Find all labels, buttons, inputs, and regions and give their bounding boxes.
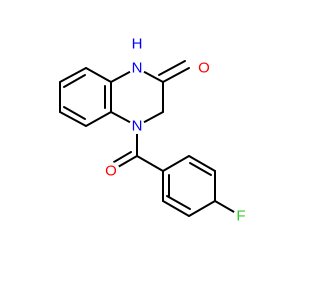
bond: [59, 67, 87, 83]
atom-nh-nitrogen: N: [132, 60, 143, 77]
bond: [85, 67, 112, 83]
atom-amide-oxygen: O: [198, 60, 210, 77]
bond: [63, 106, 86, 120]
bond: [136, 155, 164, 172]
bond: [63, 74, 86, 88]
atom-fluorine: F: [236, 208, 245, 225]
bond: [158, 60, 186, 76]
bond: [113, 151, 132, 163]
bond: [162, 155, 190, 172]
atom-ring-nitrogen: N: [132, 118, 143, 135]
molecule-structure: N H O N O F: [59, 35, 249, 225]
bond: [162, 67, 190, 83]
bond: [189, 162, 212, 176]
atom-labels: N H O N O F: [102, 36, 249, 225]
atom-nh-hydrogen: H: [132, 36, 143, 53]
bond: [162, 200, 190, 217]
bonds: [59, 60, 242, 217]
bond: [85, 111, 112, 127]
bond: [59, 111, 87, 127]
bond: [188, 200, 216, 217]
bond: [188, 155, 216, 172]
atom-ketone-oxygen: O: [105, 163, 117, 180]
bond: [166, 195, 191, 210]
